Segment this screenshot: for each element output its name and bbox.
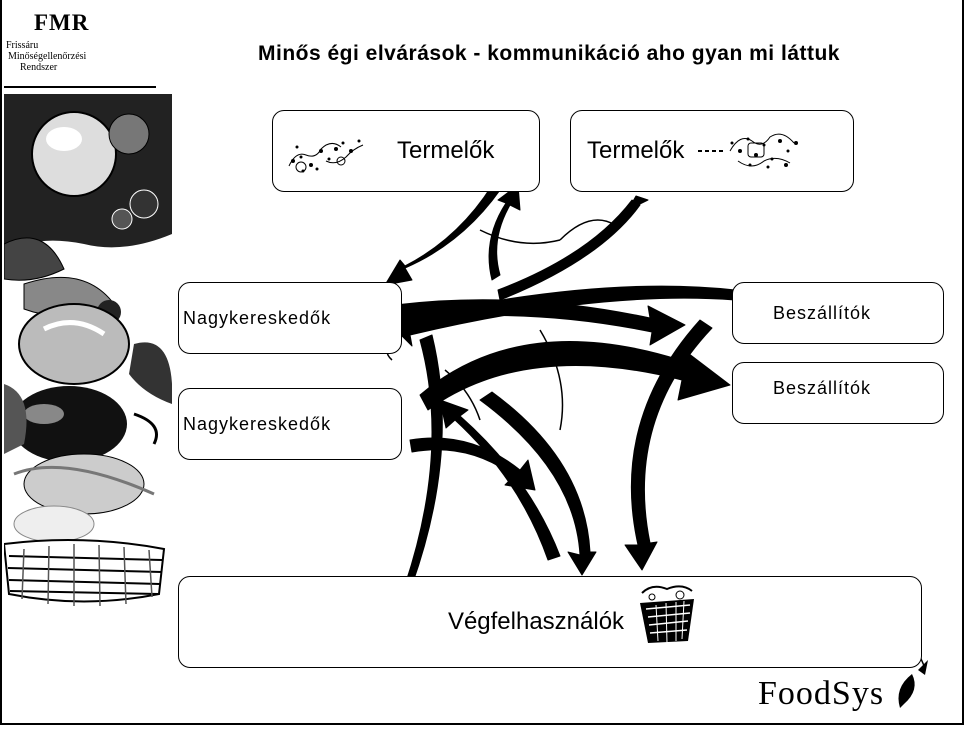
node-end-users-label: Végfelhasználók bbox=[448, 608, 624, 636]
node-producer-left: Termelők bbox=[272, 110, 540, 192]
leaf-icon bbox=[894, 670, 920, 710]
node-supplier-top-label: Beszállítók bbox=[773, 303, 871, 324]
node-supplier-top: Beszállítók bbox=[732, 282, 944, 344]
node-supplier-bottom-label: Beszállítók bbox=[773, 378, 871, 399]
node-wholesaler-bottom: Nagykereskedők bbox=[178, 388, 402, 460]
tractor-sketch-icon bbox=[281, 121, 391, 181]
vegetables-sketch-icon bbox=[690, 121, 820, 181]
arrow-mid-down bbox=[480, 392, 596, 575]
foodsys-brand: FoodSys bbox=[758, 670, 920, 713]
shopping-basket-icon bbox=[632, 581, 702, 651]
node-producer-right: Termelők bbox=[570, 110, 854, 192]
arrow-producer-right-down bbox=[498, 200, 640, 300]
arrow-endusers-up bbox=[440, 400, 560, 560]
node-supplier-bottom: Beszállítók bbox=[732, 362, 944, 424]
flow-arrows bbox=[385, 172, 735, 600]
foodsys-brand-text: FoodSys bbox=[758, 675, 884, 712]
node-wholesaler-top-label: Nagykereskedők bbox=[183, 308, 331, 329]
arrow-wholesaler-to-endusers bbox=[392, 335, 442, 600]
node-wholesaler-bottom-label: Nagykereskedők bbox=[183, 414, 331, 435]
node-producer-left-label: Termelők bbox=[397, 137, 494, 165]
node-producer-right-label: Termelők bbox=[587, 137, 684, 165]
node-wholesaler-top: Nagykereskedők bbox=[178, 282, 402, 354]
node-end-users: Végfelhasználók bbox=[178, 576, 922, 668]
